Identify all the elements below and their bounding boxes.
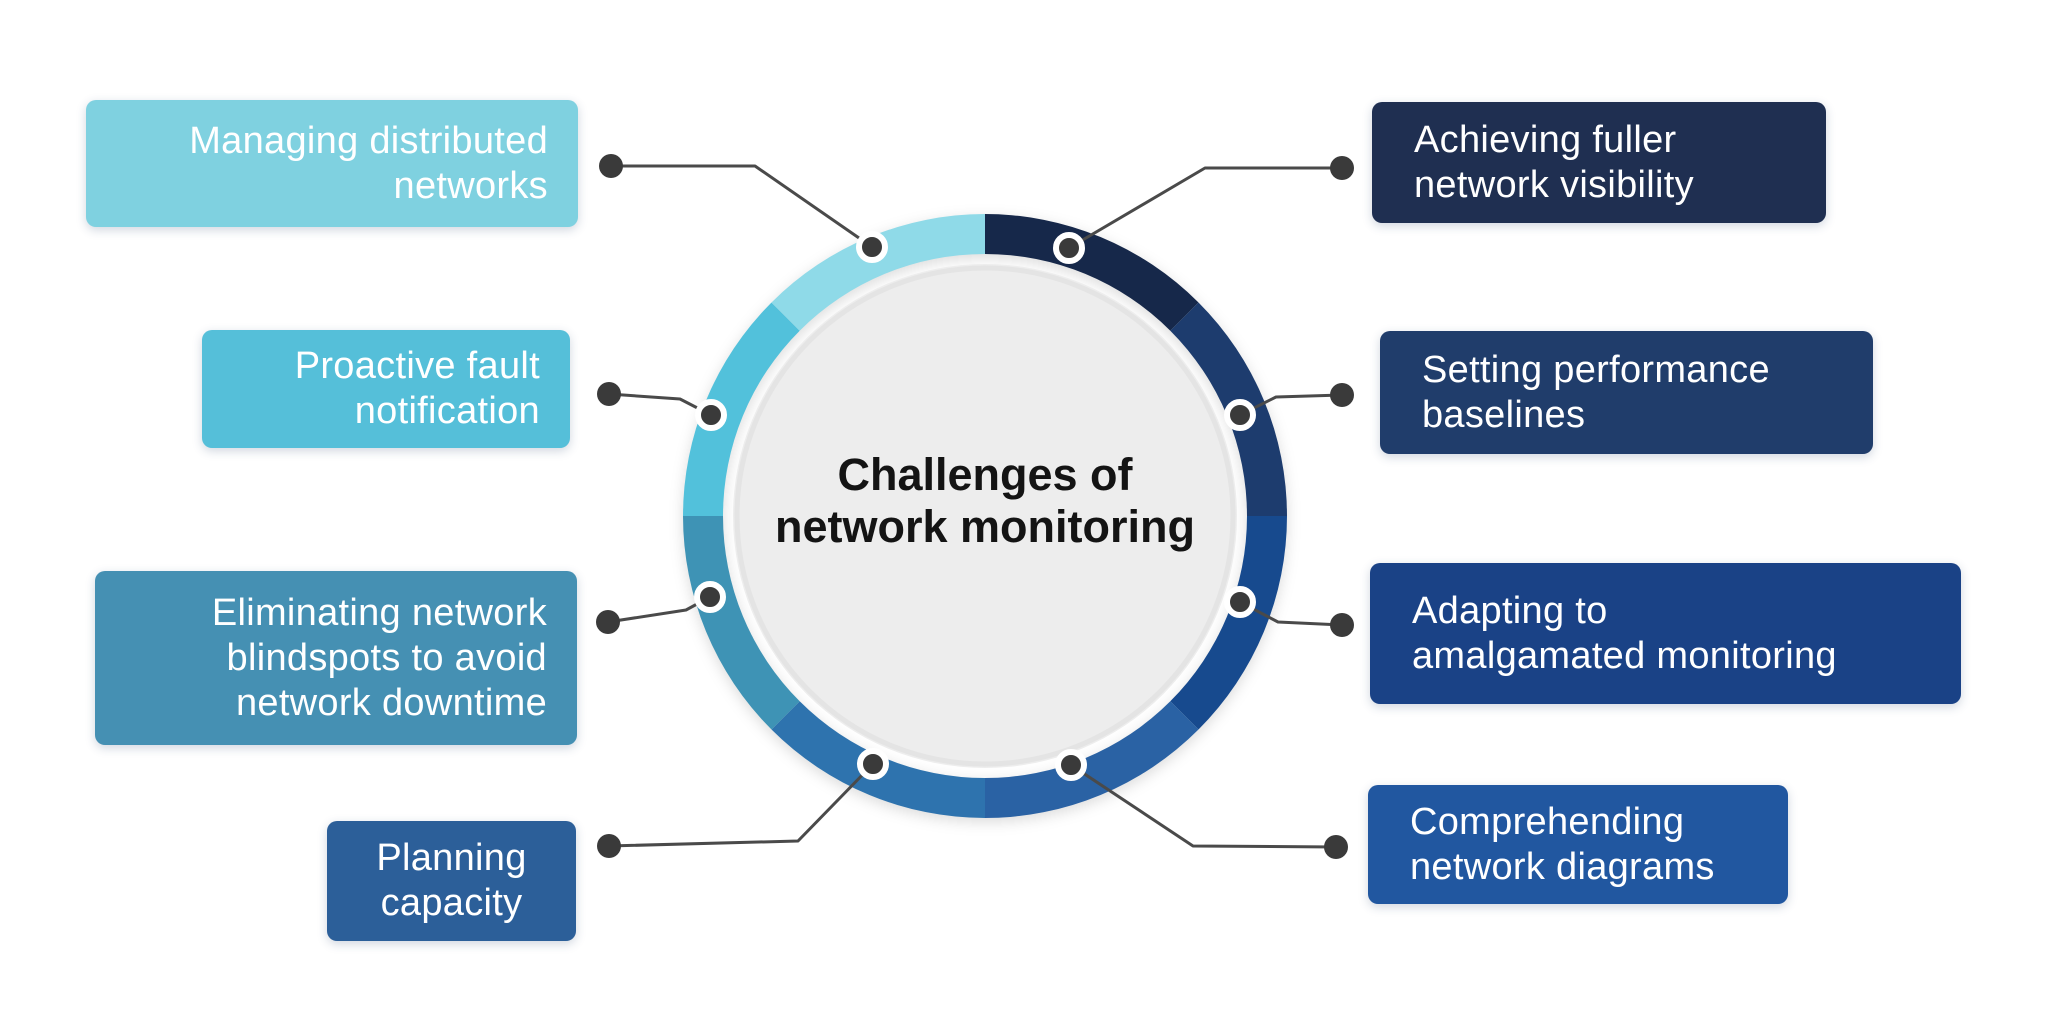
connector-ring-dot-eliminating — [694, 581, 726, 613]
connector-line-planning — [608, 762, 875, 848]
center-title-line2: network monitoring — [775, 501, 1195, 552]
box-label-line: networks — [393, 164, 548, 207]
connector-box-dot-setting — [1330, 383, 1354, 407]
box-label-line: Adapting to — [1412, 589, 1608, 632]
challenge-box-managing: Managing distributed networks — [86, 100, 578, 227]
box-label-line: network visibility — [1414, 163, 1694, 206]
box-label-line: capacity — [380, 882, 523, 924]
connector-line-achieving — [1068, 166, 1342, 250]
center-circle-rim — [734, 265, 1236, 767]
challenge-box-planning: Planning capacity — [327, 821, 576, 941]
connector-box-dot-managing — [599, 154, 623, 178]
box-label-line: Setting performance — [1422, 348, 1770, 391]
connector-ring-dot-setting — [1224, 399, 1256, 431]
ring-segment-comprehending — [985, 701, 1199, 818]
box-label-line: Planning — [376, 837, 527, 879]
connector-box-dot-adapting — [1330, 613, 1354, 637]
box-label-line: network downtime — [235, 681, 547, 724]
connector-ring-dot-achieving — [1053, 232, 1085, 264]
connectors — [596, 154, 1354, 859]
connector-ring-dot-proactive — [695, 399, 727, 431]
connector-ring-dot-managing — [856, 231, 888, 263]
connector-box-dot-achieving — [1330, 156, 1354, 180]
connector-line-managing — [611, 164, 873, 249]
box-label-line: network diagrams — [1410, 845, 1715, 888]
center-title-line1: Challenges of — [837, 449, 1133, 500]
challenge-box-proactive: Proactive fault notification — [202, 330, 570, 448]
ring-segment-eliminating — [683, 516, 800, 730]
challenge-box-achieving: Achieving fuller network visibility — [1372, 102, 1826, 223]
connector-ring-dot-adapting — [1224, 586, 1256, 618]
connector-ring-dot-planning — [857, 748, 889, 780]
box-label-line: Comprehending — [1410, 800, 1685, 843]
challenge-box-comprehending: Comprehending network diagrams — [1368, 785, 1788, 904]
connector-box-dot-proactive — [597, 382, 621, 406]
ring-segment-managing — [771, 214, 985, 331]
challenge-box-eliminating: Eliminating network blindspots to avoid … — [95, 571, 577, 745]
box-label-line: amalgamated monitoring — [1412, 634, 1837, 677]
center-title: Challenges of network monitoring — [635, 449, 1335, 553]
connector-ring-dot-comprehending — [1055, 749, 1087, 781]
connector-line-comprehending — [1070, 763, 1337, 849]
connector-box-dot-planning — [597, 834, 621, 858]
ring-segment-adapting — [1170, 516, 1287, 730]
connector-box-dot-eliminating — [596, 610, 620, 634]
center-circle — [733, 264, 1237, 768]
box-label-line: blindspots to avoid — [226, 636, 547, 679]
box-label-line: Eliminating network — [211, 591, 547, 634]
challenge-box-adapting: Adapting to amalgamated monitoring — [1370, 563, 1961, 704]
box-label-line: Proactive fault — [294, 345, 540, 387]
box-label-line: Managing distributed — [189, 119, 548, 162]
box-label-line: notification — [354, 390, 540, 432]
ring-segment-achieving — [985, 214, 1199, 331]
connector-box-dot-comprehending — [1324, 835, 1348, 859]
box-label-line: baselines — [1422, 393, 1586, 436]
ring-segment-proactive — [683, 302, 800, 516]
challenge-box-setting: Setting performance baselines — [1380, 331, 1873, 454]
box-label-line: Achieving fuller — [1414, 118, 1677, 161]
